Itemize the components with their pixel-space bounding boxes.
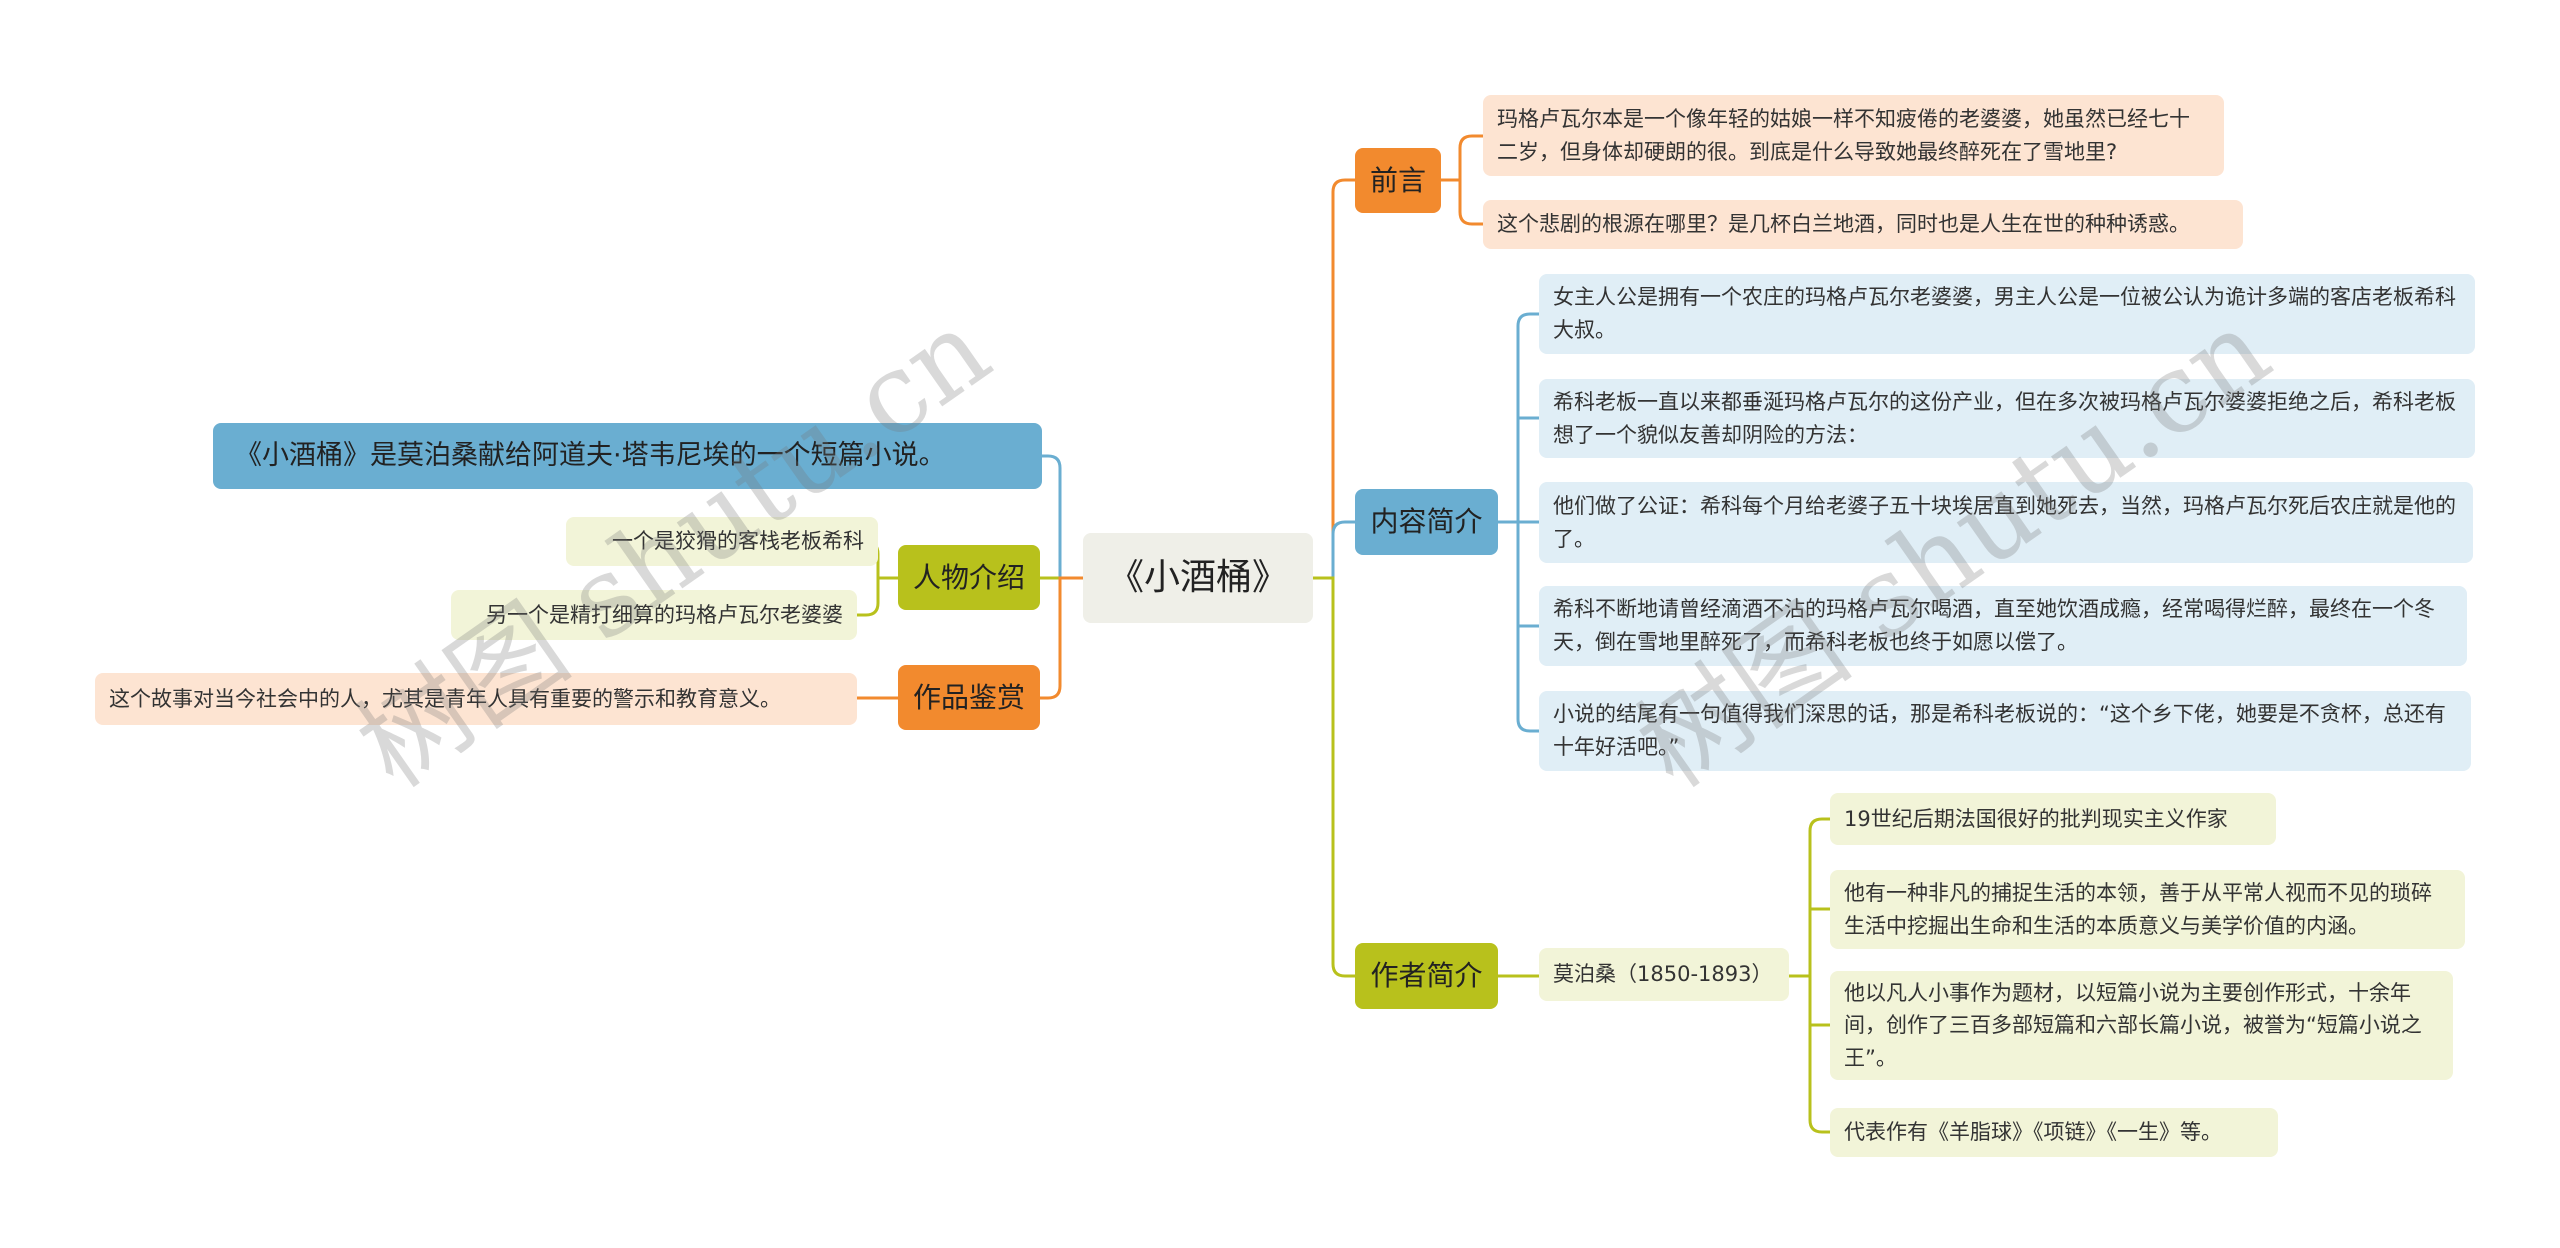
author-item[interactable]: 代表作有《羊脂球》《项链》《一生》等。 xyxy=(1830,1108,2278,1157)
author-item[interactable]: 他以凡人小事作为题材，以短篇小说为主要创作形式，十余年间，创作了三百多部短篇和六… xyxy=(1830,971,2453,1080)
preface-node[interactable]: 前言 xyxy=(1355,148,1441,213)
content-item[interactable]: 他们做了公证：希科每个月给老婆子五十块埃居直到她死去，当然，玛格卢瓦尔死后农庄就… xyxy=(1539,482,2473,563)
character-item[interactable]: 另一个是精打细算的玛格卢瓦尔老婆婆 xyxy=(451,590,857,640)
connector-author xyxy=(1313,576,1355,978)
content-item[interactable]: 小说的结尾有一句值得我们深思的话，那是希科老板说的：“这个乡下佬，她要是不贪杯，… xyxy=(1539,691,2471,771)
connector-preface xyxy=(1313,178,1355,580)
content-item[interactable]: 希科老板一直以来都垂涎玛格卢瓦尔的这份产业，但在多次被玛格卢瓦尔婆婆拒绝之后，希… xyxy=(1539,379,2475,458)
connector-content xyxy=(1313,520,1355,580)
appreciation-node[interactable]: 作品鉴赏 xyxy=(898,665,1040,730)
content-item[interactable]: 女主人公是拥有一个农庄的玛格卢瓦尔老婆婆，男主人公是一位被公认为诡计多端的客店老… xyxy=(1539,274,2475,354)
preface-item[interactable]: 这个悲剧的根源在哪里？是几杯白兰地酒，同时也是人生在世的种种诱惑。 xyxy=(1483,200,2243,249)
content-item[interactable]: 希科不断地请曾经滴酒不沾的玛格卢瓦尔喝酒，直至她饮酒成瘾，经常喝得烂醉，最终在一… xyxy=(1539,586,2467,666)
content-node[interactable]: 内容简介 xyxy=(1355,489,1498,555)
author-item[interactable]: 19世纪后期法国很好的批判现实主义作家 xyxy=(1830,793,2276,845)
character-item[interactable]: 一个是狡猾的客栈老板希科 xyxy=(566,517,878,566)
characters-node[interactable]: 人物介绍 xyxy=(898,545,1040,610)
author-node[interactable]: 作者简介 xyxy=(1355,943,1498,1009)
preface-item[interactable]: 玛格卢瓦尔本是一个像年轻的姑娘一样不知疲倦的老婆婆，她虽然已经七十二岁，但身体却… xyxy=(1483,95,2224,176)
author-item[interactable]: 他有一种非凡的捕捉生活的本领，善于从平常人视而不见的琐碎生活中挖掘出生命和生活的… xyxy=(1830,870,2465,949)
appreciation-item[interactable]: 这个故事对当今社会中的人，尤其是青年人具有重要的警示和教育意义。 xyxy=(95,673,857,725)
author-name-node[interactable]: 莫泊桑（1850-1893） xyxy=(1539,948,1789,1001)
root-node[interactable]: 《小酒桶》 xyxy=(1083,533,1313,623)
summary-node[interactable]: 《小酒桶》是莫泊桑献给阿道夫·塔韦尼埃的一个短篇小说。 xyxy=(213,423,1042,489)
